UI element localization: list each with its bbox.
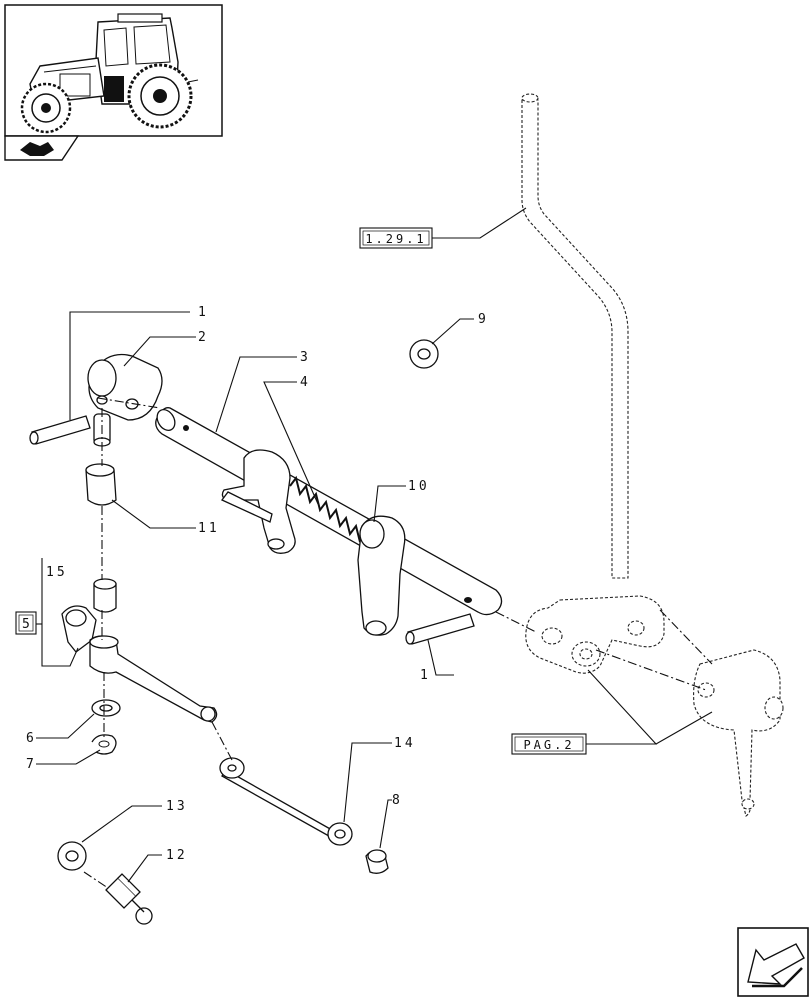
callout-15: 15 [46, 565, 68, 580]
callout-1-bottom: 1 [420, 668, 428, 683]
page-ref-box[interactable]: PAG.2 [511, 733, 587, 755]
assembly-axes [83, 397, 537, 889]
spring-pin-shaft [405, 613, 475, 645]
selector-fork-right [357, 515, 406, 636]
washer-13 [57, 841, 87, 871]
callout-1-top: 1 [198, 305, 206, 320]
washer-9 [409, 339, 439, 369]
washer-6 [91, 699, 121, 717]
lower-lever-arm [61, 605, 218, 723]
callout-8: 8 [392, 793, 400, 808]
callout-10: 10 [408, 479, 430, 494]
section-tab-icon[interactable] [4, 135, 80, 161]
callout-labels: 1 2 3 4 9 10 11 15 5 1 6 7 14 8 13 12 [22, 305, 486, 863]
callout-3: 3 [300, 350, 308, 365]
selector-assembly-ghost [525, 595, 784, 817]
shift-block [87, 353, 163, 421]
callout-13: 13 [166, 799, 188, 814]
callout-11: 11 [198, 521, 220, 536]
link-rod [219, 757, 353, 846]
callout-9: 9 [478, 312, 486, 327]
callout-7: 7 [26, 757, 34, 772]
assembly-ref-box [15, 611, 37, 635]
ball-stud-12 [105, 873, 153, 925]
callout-2: 2 [198, 330, 206, 345]
gear-lever-ghost [521, 93, 629, 579]
callout-6: 6 [26, 731, 34, 746]
selector-fork-left [220, 449, 296, 554]
leader-lines [36, 207, 713, 883]
bushing-11 [85, 463, 117, 506]
callout-5: 5 [22, 617, 30, 632]
bushing-15 [93, 578, 117, 613]
section-ref-box[interactable]: 1.29.1 [359, 227, 433, 249]
bush-8 [365, 849, 389, 874]
callout-12: 12 [166, 848, 188, 863]
callout-14: 14 [394, 736, 416, 751]
spring-pin-top [29, 415, 91, 445]
section-ref-label: 1.29.1 [365, 232, 426, 246]
previous-page-arrow-icon[interactable] [737, 927, 809, 997]
page-ref-label: PAG.2 [523, 738, 574, 752]
callout-4: 4 [300, 375, 308, 390]
clip-7 [91, 734, 117, 755]
tractor-thumbnail-icon[interactable] [4, 4, 223, 137]
spring [289, 475, 361, 543]
